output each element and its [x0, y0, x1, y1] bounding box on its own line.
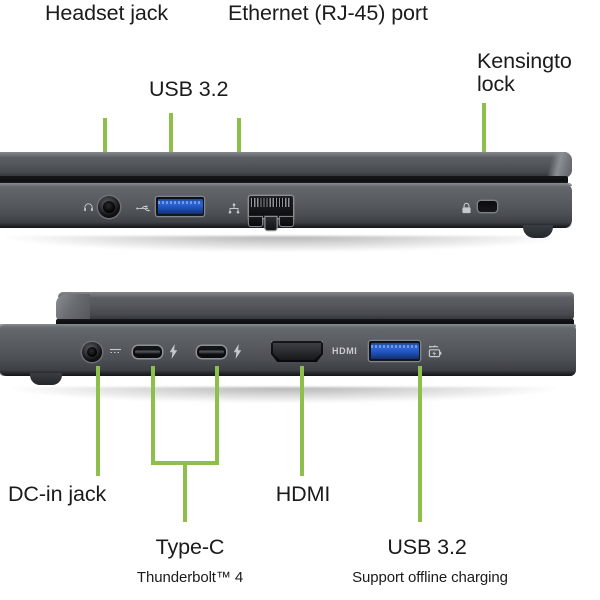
thunderbolt-icon-2 — [233, 344, 242, 359]
usb32-port-bottom[interactable] — [369, 341, 420, 361]
rj45-contact-slots — [251, 198, 291, 207]
type-c-port-2[interactable] — [197, 346, 226, 358]
device-shadow — [4, 236, 560, 252]
rubber-foot — [523, 225, 553, 238]
label-type-c-sublabel: Thunderbolt™ 4 — [136, 569, 244, 586]
dc-in-icon — [109, 347, 122, 355]
label-kensington-line1: Kensingto — [477, 49, 572, 73]
headphone-icon — [83, 202, 94, 213]
usb-contact-tongue — [158, 200, 202, 204]
lid-base-seam-2 — [56, 319, 574, 326]
display-lid-2 — [58, 292, 574, 320]
lan-icon — [228, 203, 240, 214]
display-lid — [0, 152, 570, 177]
rj45-left-ear — [249, 217, 262, 226]
rj45-latch-tab — [265, 217, 277, 230]
lid-left-corner — [56, 294, 90, 320]
headset-jack-bore — [103, 201, 115, 213]
label-usb32-bottom: USB 3.2 — [387, 535, 467, 559]
dc-in-bore — [87, 347, 97, 357]
leader-type-c-2 — [215, 366, 219, 464]
rj45-right-ear — [280, 217, 293, 226]
hdmi-wordmark: HDMI — [332, 346, 358, 356]
laptop-rear-edge — [0, 152, 594, 252]
label-usb32-top: USB 3.2 — [149, 77, 229, 101]
base-underside-shadow-2 — [0, 370, 576, 376]
usb-battery-icon — [428, 345, 443, 358]
label-headset-jack: Headset jack — [45, 1, 169, 25]
hdmi-port[interactable] — [271, 341, 323, 362]
kensington-slot[interactable] — [478, 201, 497, 212]
headset-jack-port[interactable] — [98, 196, 120, 218]
leader-dc-in-jack — [96, 366, 100, 476]
leader-type-c-stem — [183, 461, 187, 522]
base-highlight-2 — [0, 324, 576, 327]
lid-right-bevel — [542, 152, 572, 178]
type-c-port-1[interactable] — [133, 346, 162, 358]
hdmi-cavity — [273, 343, 321, 360]
dc-in-port[interactable] — [82, 342, 102, 362]
type-c-tongue-2 — [199, 350, 224, 354]
type-c-tongue-1 — [135, 350, 160, 354]
thunderbolt-icon — [169, 344, 178, 359]
rj45-port[interactable] — [249, 196, 293, 218]
label-usb32-bottom-sublabel: Support offline charging — [352, 569, 508, 586]
base-highlight — [0, 183, 572, 186]
usb32-port[interactable] — [156, 197, 204, 216]
label-kensington-line2: lock — [477, 72, 515, 96]
lid-top-edge — [0, 152, 570, 157]
usb-icon — [136, 204, 151, 213]
leader-usb32-bottom — [418, 366, 422, 522]
lid-base-seam — [0, 176, 568, 184]
label-ethernet-port: Ethernet (RJ-45) port — [228, 1, 428, 25]
label-type-c: Type-C — [155, 535, 225, 559]
laptop-left-edge: HDMI — [0, 292, 594, 403]
lock-icon — [461, 202, 472, 214]
lid-top-edge-2 — [58, 292, 574, 297]
leader-type-c-1 — [151, 366, 155, 464]
label-dc-in-jack: DC-in jack — [8, 482, 107, 506]
device-shadow-2 — [10, 387, 558, 403]
label-hdmi: HDMI — [275, 482, 331, 506]
leader-hdmi — [300, 366, 304, 476]
rubber-foot-2 — [30, 373, 62, 385]
usb-contact-tongue-2 — [371, 344, 418, 348]
